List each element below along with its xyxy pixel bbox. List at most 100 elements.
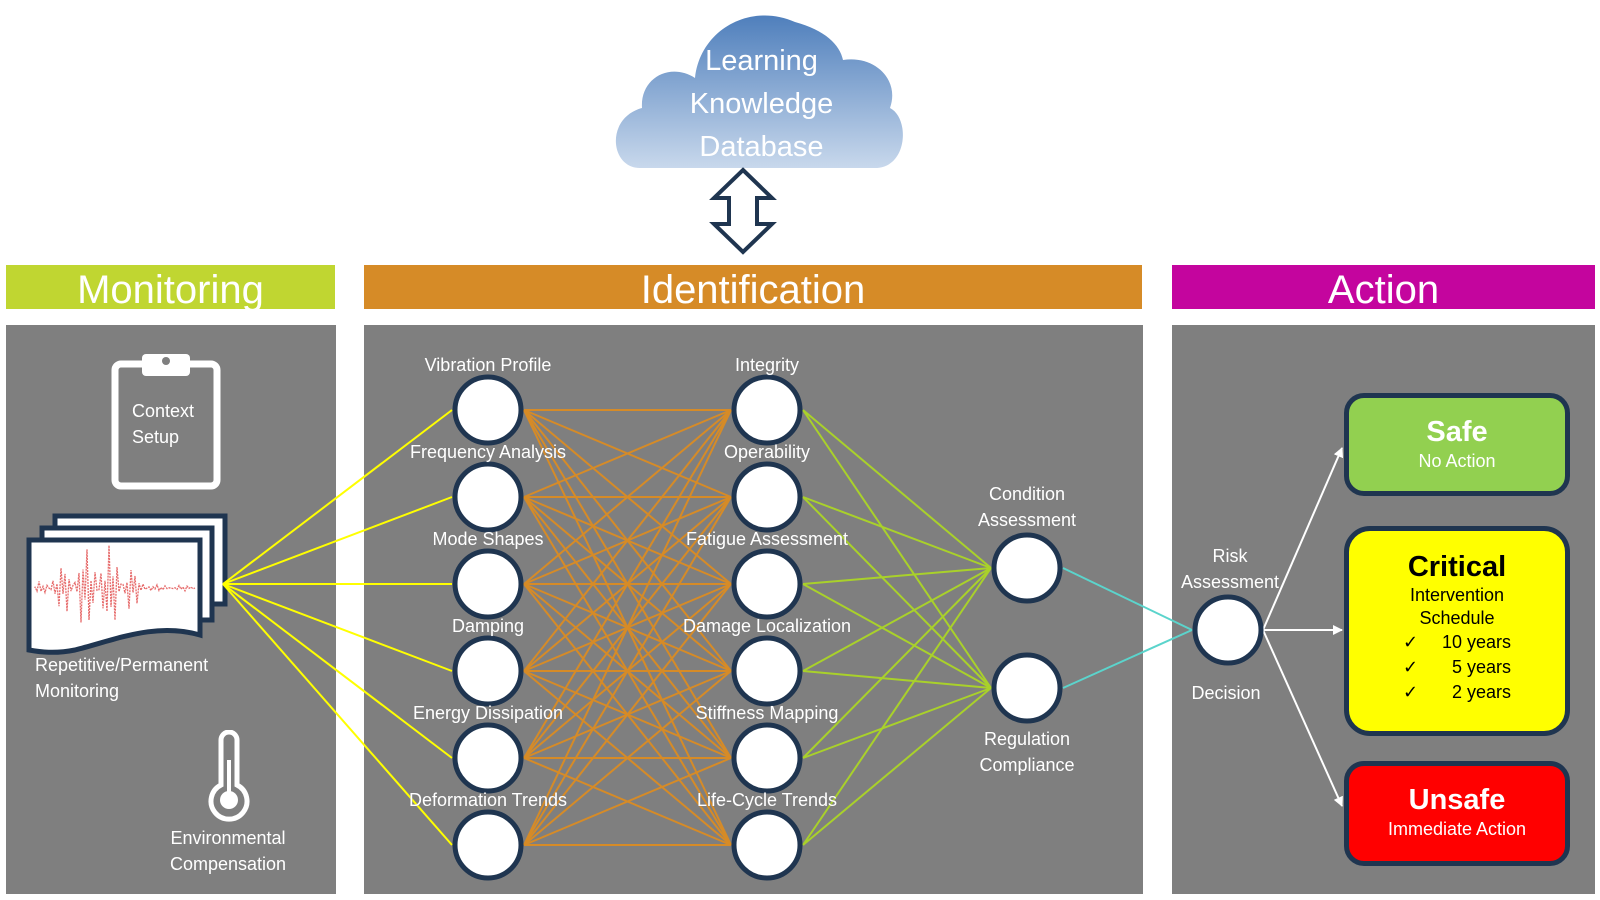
cloud-label: Learning Knowledge Database [618, 40, 905, 169]
monitoring-to-feature-wire [222, 496, 453, 585]
environmental-line: Compensation [169, 854, 287, 874]
assessment-to-decision-wire [802, 687, 992, 759]
check-icon: ✓ [1403, 682, 1419, 702]
monitoring-to-feature-wire [222, 583, 453, 672]
critical-subtitle-line: Schedule [1419, 608, 1495, 628]
identification-header: Identification [364, 265, 1142, 309]
feature-node [452, 548, 524, 620]
assessment-to-decision-wire [802, 567, 992, 585]
risk-assessment-label: Assessment [1180, 572, 1280, 592]
repetitive-line: Monitoring [35, 681, 120, 701]
schedule-label: 5 years [1451, 657, 1511, 677]
schedule-label: 2 years [1451, 682, 1511, 702]
assessment-label: Damage Localization [682, 616, 852, 636]
unsafe-subtitle: Immediate Action [1387, 819, 1527, 839]
safe-outcome-box: Safe No Action [1344, 393, 1570, 496]
feature-label: Damping [451, 616, 525, 636]
double-arrow-vertical-icon [709, 167, 777, 255]
assessment-to-decision-wire [802, 409, 992, 689]
feature-label: Energy Dissipation [412, 703, 564, 723]
assessment-to-decision-wire [802, 687, 992, 846]
condition-assessment-label: Condition [988, 484, 1066, 504]
thermometer-icon [208, 730, 250, 822]
assessment-label: Life-Cycle Trends [696, 790, 838, 810]
cloud-graphic [615, 15, 903, 255]
decision-to-risk-wire [1062, 629, 1193, 689]
feature-node [452, 635, 524, 707]
unsafe-outcome-box: Unsafe Immediate Action [1344, 761, 1570, 866]
assessment-node [731, 461, 803, 533]
assessment-to-decision-wire [802, 567, 992, 672]
cloud-line: Learning [705, 45, 818, 77]
safe-subtitle: No Action [1418, 451, 1496, 471]
assessment-to-decision-wire [802, 409, 992, 569]
feature-label: Mode Shapes [432, 529, 544, 549]
schedule-item: ✓ 5 years [1349, 655, 1565, 680]
critical-title: Critical [1407, 551, 1507, 583]
decision-node [991, 532, 1063, 604]
assessment-to-decision-wire [802, 496, 992, 689]
assessment-label: Fatigue Assessment [685, 529, 849, 549]
risk-assessment-node [1192, 594, 1264, 666]
environmental-compensation-label: Environmental Compensation [170, 825, 286, 877]
decision-to-risk-wire [1062, 567, 1193, 631]
context-line: Context [132, 401, 195, 421]
monitoring-to-feature-wire [222, 583, 453, 846]
check-icon: ✓ [1403, 657, 1419, 677]
feature-label: Vibration Profile [424, 355, 552, 375]
monitoring-header: Monitoring [6, 265, 335, 309]
assessment-node [731, 722, 803, 794]
feature-node [452, 461, 524, 533]
context-setup-label: Context Setup [132, 398, 194, 450]
environmental-line: Environmental [170, 828, 286, 848]
condition-assessment-label: Assessment [977, 510, 1077, 530]
regulation-compliance-label: Regulation [983, 729, 1071, 749]
monitoring-to-feature-wire [222, 583, 453, 759]
schedule-label: 10 years [1441, 632, 1511, 652]
feature-to-assessment-wire [523, 409, 732, 585]
check-icon: ✓ [1403, 632, 1419, 652]
feature-node [452, 374, 524, 446]
assessment-to-decision-wire [802, 567, 992, 846]
safe-title: Safe [1426, 416, 1488, 448]
decision-label: Decision [1191, 683, 1261, 703]
feature-node [452, 722, 524, 794]
assessment-to-decision-wire [802, 496, 992, 569]
feature-to-assessment-wire [523, 670, 732, 846]
regulation-compliance-label: Compliance [979, 755, 1075, 775]
assessment-label: Operability [723, 442, 811, 462]
assessment-to-decision-wire [802, 583, 992, 689]
risk-to-safe-arrow [1262, 447, 1344, 631]
feature-to-assessment-wire [523, 409, 732, 672]
decision-node [991, 652, 1063, 724]
feature-node [452, 809, 524, 881]
feature-label: Deformation Trends [408, 790, 568, 810]
cloud-line: Database [699, 131, 824, 163]
assessment-node [731, 374, 803, 446]
repetitive-line: Repetitive/Permanent [35, 655, 209, 675]
critical-subtitle-line: Intervention [1409, 585, 1505, 605]
repetitive-monitoring-label: Repetitive/Permanent Monitoring [35, 652, 208, 704]
risk-to-unsafe-arrow [1262, 629, 1343, 807]
cloud-line: Knowledge [689, 88, 834, 120]
assessment-node [731, 635, 803, 707]
feature-to-assessment-wire [523, 496, 732, 846]
feature-to-assessment-wire [523, 409, 732, 498]
assessment-to-decision-wire [802, 670, 992, 689]
schedule-item: ✓ 10 years [1349, 630, 1565, 655]
assessment-to-decision-wire [802, 567, 992, 759]
context-line: Setup [132, 427, 180, 447]
assessment-node [731, 548, 803, 620]
cloud-icon [615, 15, 903, 169]
feature-to-assessment-wire [523, 757, 732, 846]
feature-to-assessment-wire [523, 409, 732, 846]
action-header: Action [1172, 265, 1595, 309]
schedule-item: ✓ 2 years [1349, 680, 1565, 705]
feature-to-assessment-wire [523, 409, 732, 759]
assessment-label: Integrity [734, 355, 800, 375]
risk-assessment-label: Risk [1212, 546, 1248, 566]
assessment-label: Stiffness Mapping [695, 703, 839, 723]
feature-to-assessment-wire [523, 583, 732, 846]
feature-label: Frequency Analysis [409, 442, 567, 462]
